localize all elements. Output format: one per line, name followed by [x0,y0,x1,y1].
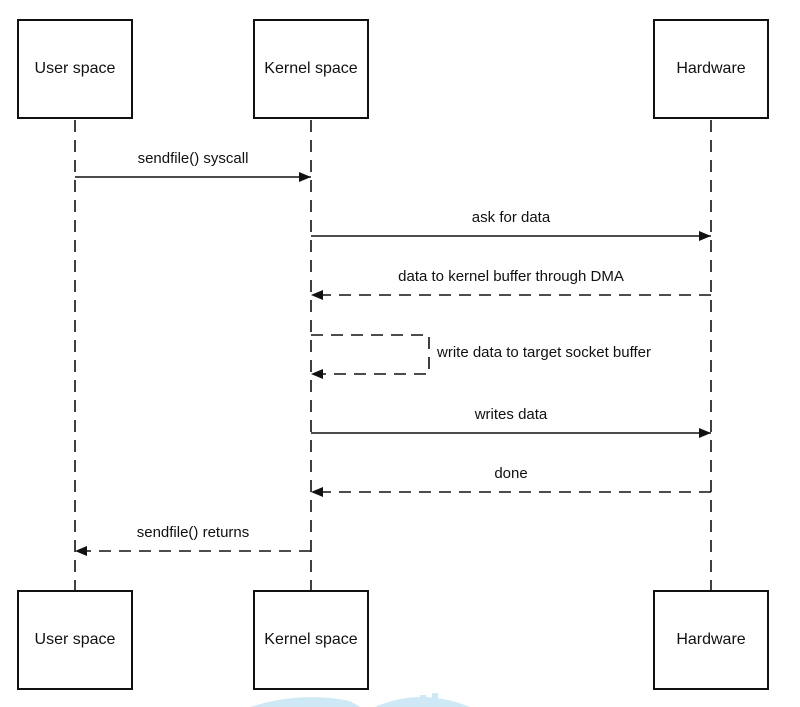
message-label-sendfile-returns: sendfile() returns [136,524,250,541]
participant-hardware-bottom: Hardware [653,590,769,690]
watermark-logo [250,693,470,707]
participant-label: User space [34,631,116,648]
participant-label: Kernel space [264,60,358,77]
participant-label: User space [34,60,116,77]
arrow-self-write-socket [311,334,430,379]
participant-label: Hardware [676,60,746,77]
participant-user-space-top: User space [17,19,133,119]
message-label-write-socket: write data to target socket buffer [437,344,652,361]
participant-user-space-bottom: User space [17,590,133,690]
message-label-sendfile-syscall: sendfile() syscall [137,150,249,167]
message-label-done: done [494,465,528,482]
participant-kernel-space-bottom: Kernel space [253,590,369,690]
participant-kernel-space-top: Kernel space [253,19,369,119]
participant-label: Kernel space [264,631,358,648]
participant-hardware-top: Hardware [653,19,769,119]
message-label-dma: data to kernel buffer through DMA [398,268,624,285]
participant-label: Hardware [676,631,746,648]
message-label-writes-data: writes data [474,406,548,423]
message-label-ask-for-data: ask for data [471,209,551,226]
